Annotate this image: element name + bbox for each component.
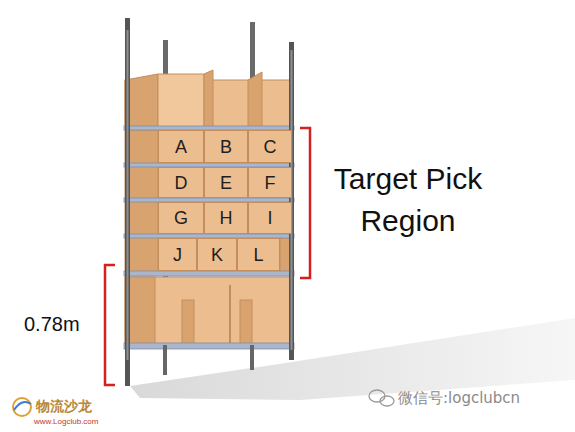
bin-letter: H xyxy=(220,209,233,227)
bin-box: J xyxy=(158,238,197,271)
leg xyxy=(250,345,254,370)
bin-letter: E xyxy=(220,174,232,192)
bin-letter: C xyxy=(264,138,277,156)
bin-letter: B xyxy=(220,138,232,156)
bin-letter: G xyxy=(174,209,188,227)
bin-letter: I xyxy=(267,209,272,227)
bin-divider xyxy=(248,72,262,128)
wechat-icon xyxy=(369,390,394,406)
bin-letter: D xyxy=(175,174,188,192)
bin-box: L xyxy=(237,238,280,271)
bin-divider xyxy=(158,74,204,128)
post xyxy=(125,18,130,386)
bin-letter: J xyxy=(173,246,182,264)
bin-divider xyxy=(240,300,252,345)
bin-box: I xyxy=(248,202,292,234)
bin-divider xyxy=(182,300,194,345)
bin-box: A xyxy=(158,130,204,163)
watermark: 物流沙龙 xyxy=(36,398,92,416)
watermark-logo xyxy=(13,398,31,416)
post xyxy=(289,42,294,360)
bin-letter: F xyxy=(265,174,276,192)
bin-box: K xyxy=(197,238,237,271)
bin-box: G xyxy=(158,202,204,234)
watermark: www.Logclub.com xyxy=(34,417,98,426)
bin-letter: K xyxy=(211,246,223,264)
bin-box: E xyxy=(204,167,248,198)
cardboard-bin xyxy=(125,277,292,345)
bin-box: C xyxy=(248,130,292,163)
bin-divider xyxy=(229,285,231,345)
bin-box: B xyxy=(204,130,248,163)
leg xyxy=(163,345,167,375)
bin-box: F xyxy=(248,167,292,198)
watermark: 微信号:logclubcn xyxy=(398,389,520,408)
bin-box: D xyxy=(158,167,204,198)
shelf-levels xyxy=(124,126,294,349)
bin-box: H xyxy=(204,202,248,234)
dimension-label: 0.78m xyxy=(24,313,80,336)
post-holes xyxy=(127,30,293,360)
dimension-bracket xyxy=(105,128,310,385)
region-label: Target Pick Region xyxy=(312,158,504,242)
bin-divider xyxy=(204,70,213,128)
bin-letter: L xyxy=(253,246,263,264)
bin-letter: A xyxy=(175,138,187,156)
